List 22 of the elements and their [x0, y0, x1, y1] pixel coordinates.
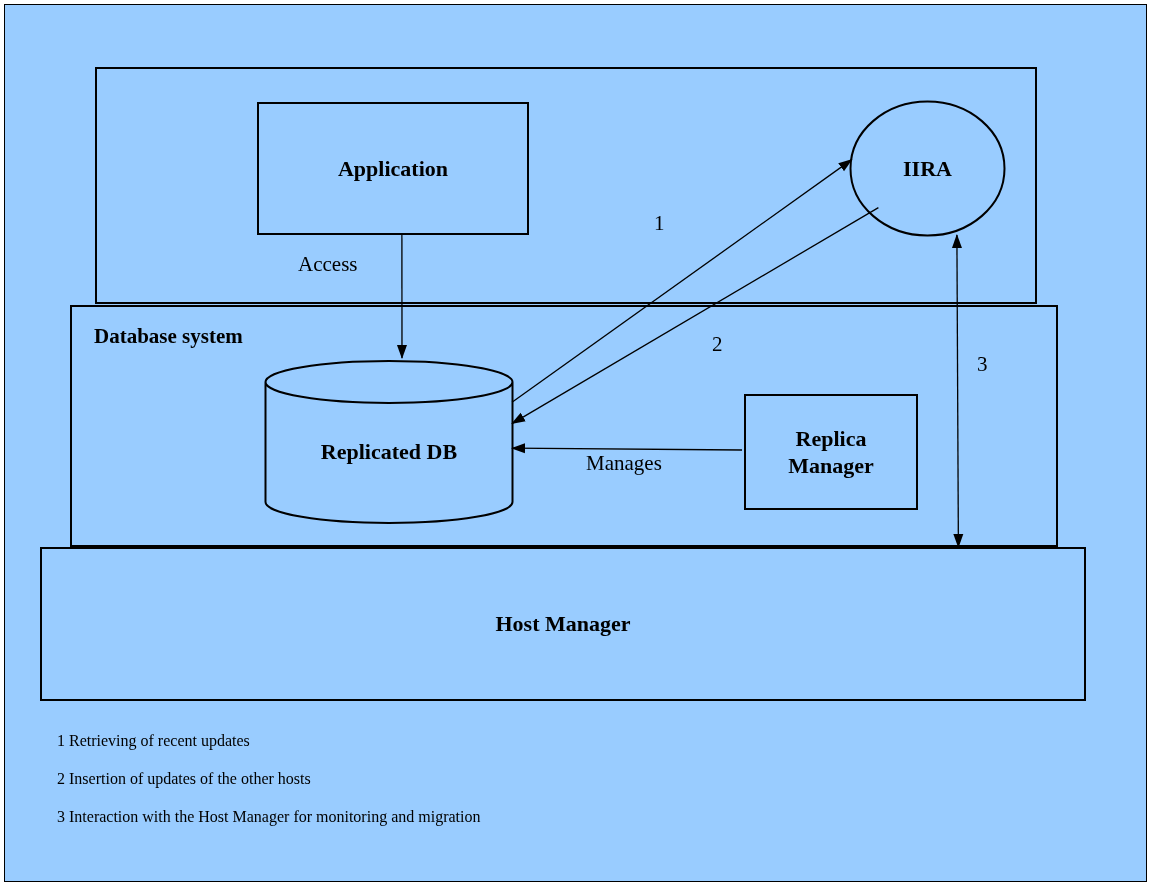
group-heading: Database system [94, 323, 243, 350]
edge-label: Manages [586, 453, 662, 474]
group-box [95, 67, 1037, 304]
note-text: 1 Retrieving of recent updates [57, 733, 250, 749]
arrow [511, 206, 880, 425]
arrow [511, 159, 853, 403]
layer-box [40, 547, 1086, 701]
arrow [951, 234, 964, 548]
circle-node [849, 100, 1006, 237]
note-text: 2 Insertion of updates of the other hosts [57, 771, 311, 787]
node-label: Replicated DB [319, 438, 459, 466]
process-box [744, 394, 918, 510]
node-label: Application [337, 154, 449, 183]
arrow [511, 443, 743, 454]
note-text: 3 Interaction with the Host Manager for monitoring and migration [57, 809, 481, 825]
group-box [70, 305, 1058, 547]
database-cylinder [264, 360, 514, 524]
arrow [397, 232, 407, 359]
node-label: IIRA [902, 154, 953, 183]
node-label: Replica Manager [787, 424, 875, 480]
process-box [257, 102, 529, 235]
node-label: Host Manager [494, 610, 632, 638]
